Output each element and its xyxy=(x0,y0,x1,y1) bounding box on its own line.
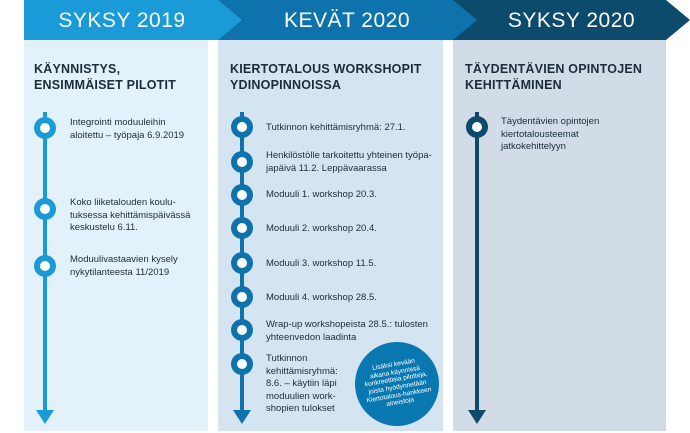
timeline-item: Integrointi moduuleihin aloitettu – työp… xyxy=(70,117,185,141)
column-heading: KÄYNNISTYS, ENSIMMÄISET PILOTIT xyxy=(34,62,176,92)
timeline-item: Moduuli 4. workshop 28.5. xyxy=(266,292,377,303)
timeline-item: Tutkinnon kehittämisryhmä: 27.1. xyxy=(266,122,406,133)
timeline-dot xyxy=(231,286,253,308)
timeline-item: Moduuli 1. workshop 20.3. xyxy=(266,189,377,200)
banner-syksy-2020: SYKSY 2020 xyxy=(453,0,690,40)
chevron-shape xyxy=(453,0,690,40)
timeline-dot xyxy=(231,217,253,239)
timeline-arrow xyxy=(36,410,54,424)
timeline-dot xyxy=(34,255,56,277)
timeline-dot xyxy=(231,116,253,138)
timeline-dot xyxy=(231,184,253,206)
timeline-item: Moduulivastaavien kysely nykytilanteesta… xyxy=(70,254,178,278)
banner-label: SYKSY 2019 xyxy=(58,9,186,32)
timeline-line xyxy=(475,112,479,412)
timeline-item: Wrap-up workshopeista 28.5.: tulosten yh… xyxy=(266,319,428,343)
column-heading: KIERTOTALOUS WORKSHOPIT YDINOPINNOISSA xyxy=(230,62,422,92)
timeline-arrow xyxy=(468,410,486,424)
banner-kevat-2020: KEVÄT 2020 xyxy=(218,0,478,40)
column-panel xyxy=(453,40,666,431)
banner-label: KEVÄT 2020 xyxy=(283,9,411,32)
timeline-dot xyxy=(231,252,253,274)
timeline-dot xyxy=(231,319,253,341)
timeline-dot xyxy=(34,117,56,139)
timeline-arrow xyxy=(233,410,251,424)
timeline-item: Henkilöstölle tarkoitettu yhteinen työpa… xyxy=(266,150,432,174)
column-syksy-2020: TÄYDENTÄVIEN OPINTOJEN KEHITTÄMINEN Täyd… xyxy=(453,0,666,431)
chevron-shape xyxy=(24,0,244,40)
timeline-item: Moduuli 2. workshop 20.4. xyxy=(266,223,377,234)
timeline-dot xyxy=(466,116,488,138)
column-syksy-2019: KÄYNNISTYS, ENSIMMÄISET PILOTIT Integroi… xyxy=(24,0,208,431)
banner-label: SYKSY 2020 xyxy=(507,9,636,32)
chevron-shape xyxy=(218,0,478,40)
timeline-dot xyxy=(231,353,253,375)
column-heading: TÄYDENTÄVIEN OPINTOJEN KEHITTÄMINEN xyxy=(465,62,643,92)
column-panel xyxy=(24,40,208,431)
timeline-item: Koko liiketalouden koulu- tuksessa kehit… xyxy=(70,197,191,233)
timeline-item: Moduuli 3. workshop 11.5. xyxy=(266,258,377,269)
timeline-dot xyxy=(231,151,253,173)
timeline-dot xyxy=(34,198,56,220)
timeline-item: Täydentävien opintojen kiertotalousteema… xyxy=(501,116,600,152)
timeline-item: Tutkinnon kehittämisryhmä: 8.6. – käytii… xyxy=(266,353,338,414)
banner-syksy-2019: SYKSY 2019 xyxy=(24,0,244,40)
